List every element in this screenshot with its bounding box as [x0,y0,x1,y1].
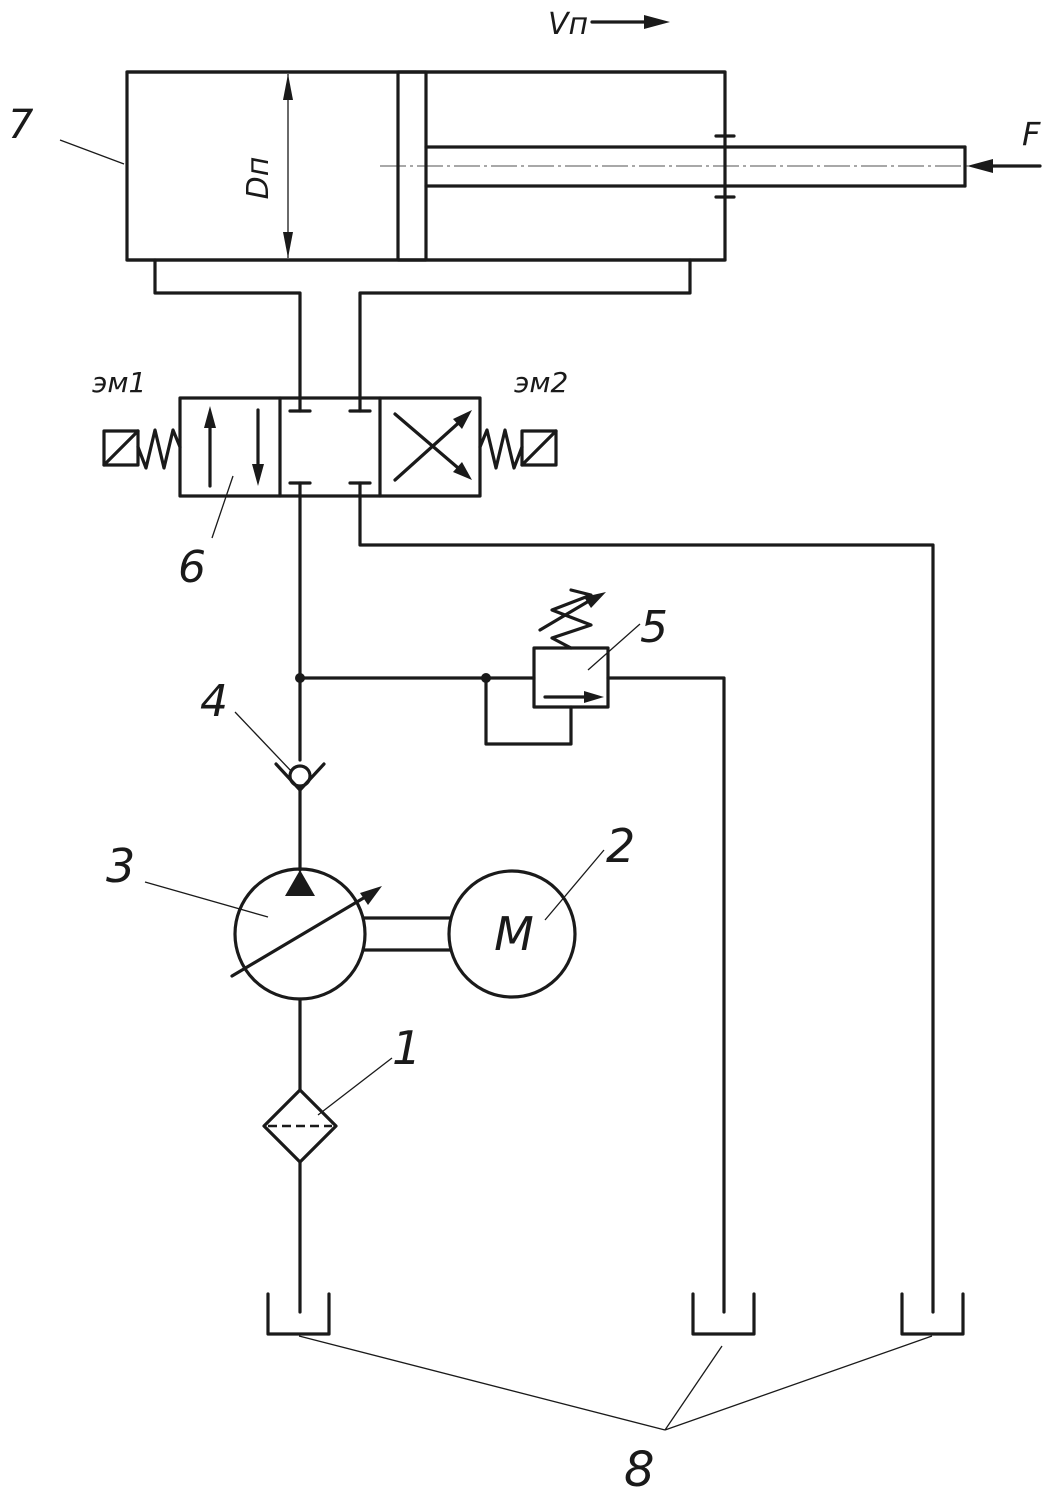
return-line [358,494,935,1314]
variable-pump [230,867,382,1001]
relief-drain-line [606,676,726,1314]
position-label-2: 2 [606,819,635,873]
velocity-label: Vп [548,7,588,42]
leader-lines [59,139,933,1431]
force-label: F [1022,115,1041,153]
tank [691,1292,756,1336]
solenoid-em2-label: эм2 [514,366,568,399]
position-label-3: 3 [106,839,135,893]
position-label-5: 5 [640,602,668,653]
piston-diameter-dimension: Dп [241,74,293,258]
tank [266,1292,331,1336]
position-label-7: 7 [8,102,34,148]
position-label-6: 6 [178,542,206,593]
motor-label: M [494,907,534,961]
cylinder-line-a [153,258,302,400]
directional-valve [102,396,558,498]
hydraulic-cylinder [125,70,990,262]
filter [262,1088,338,1164]
tank [900,1292,965,1336]
solenoid-em1-label: эм1 [92,366,146,399]
relief-valve [532,588,610,709]
position-label-1: 1 [392,1021,421,1075]
check-valve [274,762,326,792]
position-label-4: 4 [200,676,228,727]
cylinder-line-b [358,258,692,400]
force-indicator: F [967,115,1042,173]
position-label-8: 8 [624,1442,655,1498]
electric-motor: M [447,869,577,999]
piston-diameter-label: Dп [241,157,276,200]
velocity-indicator: Vп [548,7,670,42]
